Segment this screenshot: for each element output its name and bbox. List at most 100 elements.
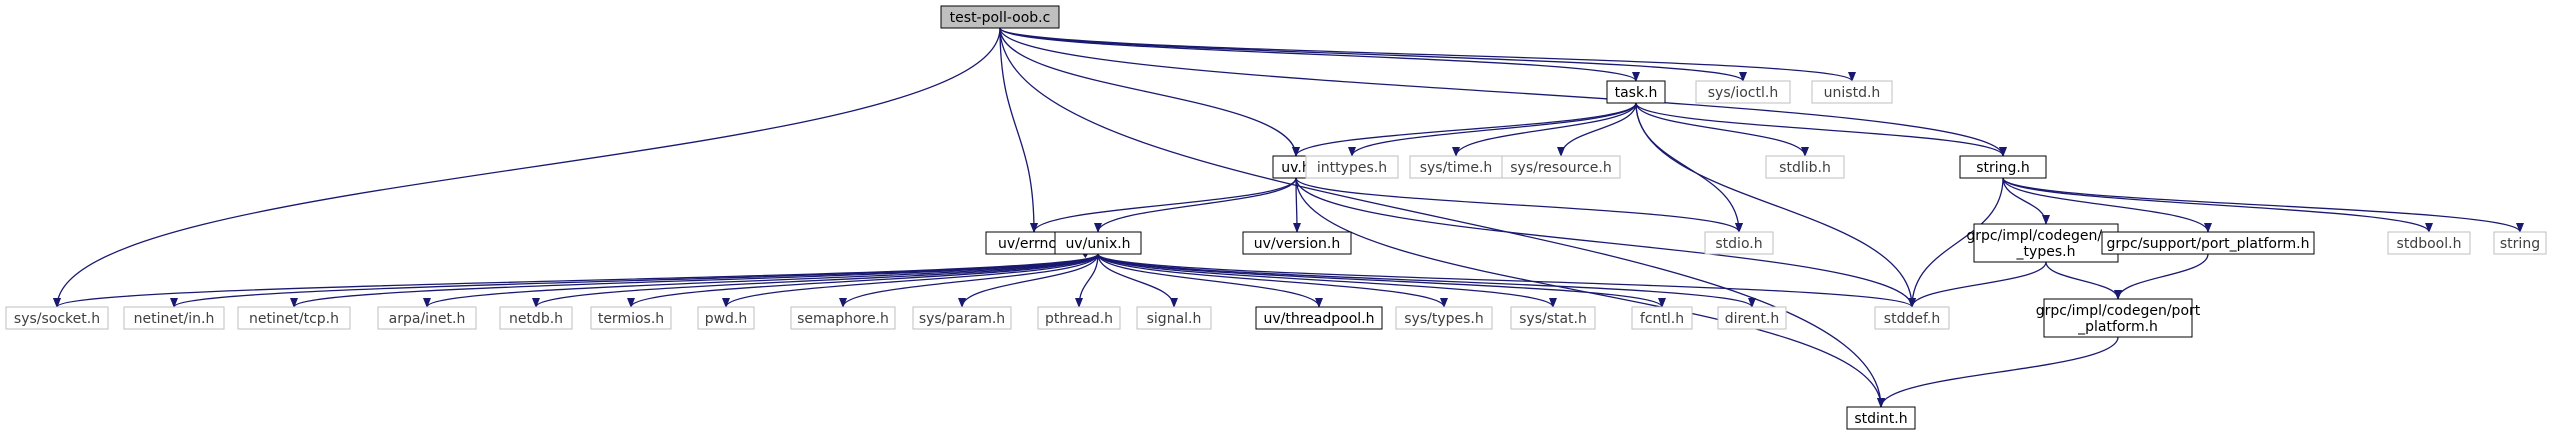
node-box-root [940, 5, 1060, 29]
node-label-signal_h: signal.h [1147, 311, 1202, 327]
node-label-inttypes_h: inttypes.h [1317, 160, 1387, 176]
node-box-stddef_h [1874, 306, 1950, 330]
nodes-layer: test-poll-oob.c task.h sys/ioctl.h unistd.h… [5, 5, 2547, 430]
edge-root-to-string_h [999, 27, 2007, 157]
node-inttypes_h: inttypes.h [1305, 155, 1399, 179]
node-label-arpa_inet_h: arpa/inet.h [389, 311, 466, 327]
node-label-grpc_port_h: _platform.h [2077, 319, 2158, 335]
edge-uv_unix_h-to-netinet_tcp_h [290, 253, 1099, 308]
node-label-stdio_h: stdio.h [1715, 236, 1762, 252]
node-label-task_h: task.h [1615, 85, 1658, 101]
node-netdb_h: netdb.h [499, 306, 573, 330]
edge-string_h-to-stdbool_h [2002, 177, 2433, 233]
node-label-pthread_h: pthread.h [1045, 311, 1113, 327]
node-label-stdbool_h: stdbool.h [2397, 236, 2462, 252]
node-label-uv_version_h: uv/version.h [1254, 236, 1340, 252]
node-label-sys_socket_h: sys/socket.h [14, 311, 100, 327]
node-box-sys_param_h [912, 306, 1012, 330]
node-label-pwd_h: pwd.h [705, 311, 748, 327]
node-label-stdint_h: stdint.h [1854, 411, 1907, 427]
node-dirent_h: dirent.h [1717, 306, 1787, 330]
node-label-sys_stat_h: sys/stat.h [1519, 311, 1587, 327]
node-sys_stat_h: sys/stat.h [1510, 306, 1596, 330]
node-grpc_types_h[interactable]: grpc/impl/codegen/gpr_types.h [1966, 223, 2126, 263]
node-label-unistd_h: unistd.h [1824, 85, 1881, 101]
node-box-signal_h [1136, 306, 1212, 330]
node-uv_version_h[interactable]: uv/version.h [1242, 231, 1352, 255]
node-uv_threadpool_h[interactable]: uv/threadpool.h [1255, 306, 1383, 330]
node-label-stdlib_h: stdlib.h [1779, 160, 1831, 176]
node-stdint_h[interactable]: stdint.h [1846, 406, 1916, 430]
node-label-string: string [2500, 236, 2540, 252]
edge-grpc_support_port_h-to-grpc_port_h [2114, 253, 2209, 300]
edge-root-to-uv_errno_h [999, 27, 1038, 233]
edge-uv_unix_h-to-fcntl_h [1097, 253, 1666, 308]
edge-uv_unix_h-to-sys_types_h [1097, 253, 1448, 308]
node-label-string_h: string.h [1976, 160, 2030, 176]
node-stdio_h: stdio.h [1704, 231, 1774, 255]
node-label-uv_unix_h: uv/unix.h [1065, 236, 1130, 252]
node-box-sys_socket_h [5, 306, 109, 330]
edge-task_h-to-sys_resource_h [1557, 102, 1637, 157]
node-sys_param_h: sys/param.h [912, 306, 1012, 330]
edge-uv_h-to-uv_unix_h [1094, 177, 1297, 233]
node-label-semaphore_h: semaphore.h [797, 311, 889, 327]
edge-uv_unix_h-to-semaphore_h [839, 253, 1099, 308]
node-label-sys_ioctl_h: sys/ioctl.h [1708, 85, 1778, 101]
node-netinet_tcp_h: netinet/tcp.h [237, 306, 351, 330]
edge-root-to-task_h [999, 27, 1640, 82]
node-grpc_port_h[interactable]: grpc/impl/codegen/port_platform.h [2036, 298, 2201, 338]
node-box-sys_types_h [1395, 306, 1493, 330]
edge-task_h-to-sys_time_h [1452, 102, 1637, 157]
node-box-stdlib_h [1765, 155, 1845, 179]
edge-uv_unix_h-to-dirent_h [1097, 253, 1756, 308]
node-label-netinet_tcp_h: netinet/tcp.h [249, 311, 339, 327]
node-task_h[interactable]: task.h [1606, 80, 1666, 104]
node-box-pthread_h [1037, 306, 1121, 330]
node-string_h[interactable]: string.h [1959, 155, 2047, 179]
node-uv_unix_h[interactable]: uv/unix.h [1054, 231, 1142, 255]
node-box-netinet_in_h [123, 306, 225, 330]
node-box-stdint_h [1846, 406, 1916, 430]
node-box-termios_h [590, 306, 672, 330]
node-box-inttypes_h [1305, 155, 1399, 179]
edge-grpc_port_h-to-stdint_h [1877, 336, 2119, 408]
node-box-netinet_tcp_h [237, 306, 351, 330]
edge-uv_unix_h-to-arpa_inet_h [423, 253, 1099, 308]
node-box-semaphore_h [790, 306, 896, 330]
node-box-stdio_h [1704, 231, 1774, 255]
node-signal_h: signal.h [1136, 306, 1212, 330]
node-pthread_h: pthread.h [1037, 306, 1121, 330]
node-label-sys_types_h: sys/types.h [1404, 311, 1483, 327]
node-label-root: test-poll-oob.c [950, 10, 1051, 26]
node-box-pwd_h [697, 306, 755, 330]
edge-uv_unix_h-to-sys_stat_h [1097, 253, 1557, 308]
node-netinet_in_h: netinet/in.h [123, 306, 225, 330]
edge-uv_unix_h-to-sys_param_h [958, 253, 1099, 308]
node-label-sys_time_h: sys/time.h [1420, 160, 1493, 176]
node-grpc_support_port_h[interactable]: grpc/support/port_platform.h [2101, 231, 2315, 255]
edge-task_h-to-uv_h [1292, 102, 1637, 157]
node-sys_socket_h: sys/socket.h [5, 306, 109, 330]
edge-uv_h-to-stdio_h [1295, 177, 1743, 233]
edge-uv_h-to-stddef_h [1295, 177, 1916, 308]
edge-uv_unix_h-to-signal_h [1097, 253, 1178, 308]
node-sys_types_h: sys/types.h [1395, 306, 1493, 330]
node-box-string_h [1959, 155, 2047, 179]
node-box-grpc_port_h [2043, 298, 2193, 338]
edge-task_h-to-stdlib_h [1635, 102, 1809, 157]
node-box-grpc_types_h [1973, 223, 2119, 263]
edge-root-to-sys_socket_h [53, 27, 1001, 308]
node-label-uv_h: uv.h [1281, 160, 1310, 176]
node-stdlib_h: stdlib.h [1765, 155, 1845, 179]
edge-grpc_types_h-to-stddef_h [1908, 261, 2047, 308]
node-unistd_h: unistd.h [1811, 80, 1893, 104]
node-box-string [2493, 231, 2547, 255]
node-sys_ioctl_h: sys/ioctl.h [1695, 80, 1791, 104]
node-box-sys_ioctl_h [1695, 80, 1791, 104]
edge-uv_unix_h-to-pwd_h [722, 253, 1099, 308]
node-box-uv_version_h [1242, 231, 1352, 255]
node-root[interactable]: test-poll-oob.c [940, 5, 1060, 29]
edge-uv_unix_h-to-netdb_h [532, 253, 1099, 308]
